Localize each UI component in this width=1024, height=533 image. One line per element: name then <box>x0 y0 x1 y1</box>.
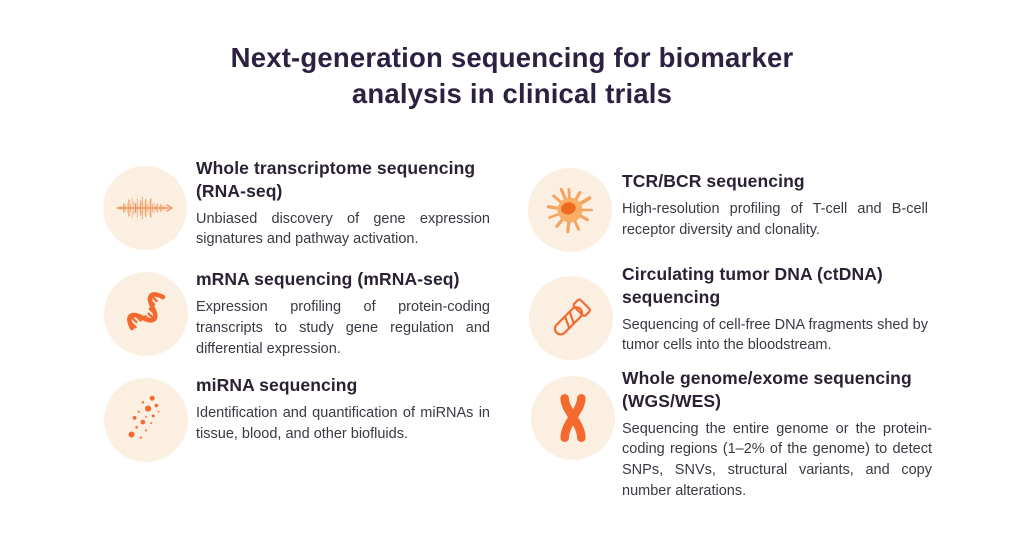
rna-strand-icon <box>104 272 188 356</box>
page-title: Next-generation sequencing for biomarker… <box>0 40 1024 113</box>
item-description: Identification and quantification of miR… <box>196 404 490 442</box>
item-heading: mRNA sequencing (mRNA-seq) <box>196 269 460 289</box>
item-heading: Whole genome/exome sequencing (WGS/WES) <box>622 368 912 411</box>
immune-cell-icon <box>528 168 612 252</box>
item-mirna-sequencing: miRNA sequencing Identification and quan… <box>196 374 490 445</box>
blood-tube-icon <box>529 276 613 360</box>
item-description: High-resolution profiling of T-cell and … <box>622 200 928 238</box>
page-title-line1: Next-generation sequencing for biomarker <box>230 42 794 73</box>
item-tcr-bcr-sequencing: TCR/BCR sequencing High-resolution profi… <box>622 170 928 241</box>
item-heading: TCR/BCR sequencing <box>622 171 805 191</box>
item-heading: Circulating tumor DNA (ctDNA) sequencing <box>622 264 883 307</box>
waveform-icon <box>103 166 187 250</box>
item-ctdna-sequencing: Circulating tumor DNA (ctDNA) sequencing… <box>622 263 928 356</box>
item-description: Sequencing of cell-free DNA fragments sh… <box>622 316 928 354</box>
scattered-dots-icon <box>104 378 188 462</box>
item-description: Expression profiling of protein-coding t… <box>196 298 490 357</box>
item-description: Unbiased discovery of gene expression si… <box>196 210 490 248</box>
item-description: Sequencing the entire genome or the prot… <box>622 420 932 500</box>
item-heading: Whole transcriptome sequencing (RNA-seq) <box>196 158 476 201</box>
item-heading: miRNA sequencing <box>196 375 358 395</box>
item-wgs-wes: Whole genome/exome sequencing (WGS/WES) … <box>622 367 932 502</box>
page-title-line2: analysis in clinical trials <box>351 78 673 110</box>
chromosome-icon <box>531 376 615 460</box>
item-whole-transcriptome: Whole transcriptome sequencing (RNA-seq)… <box>196 157 490 250</box>
item-mrna-sequencing: mRNA sequencing (mRNA-seq) Expression pr… <box>196 268 490 359</box>
